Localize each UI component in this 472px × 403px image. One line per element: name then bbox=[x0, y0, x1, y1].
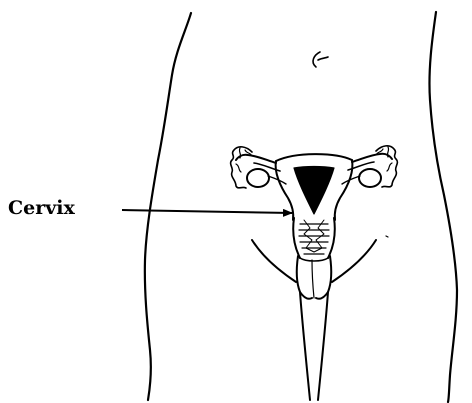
navel bbox=[313, 52, 328, 67]
body-outline-right bbox=[429, 12, 457, 402]
uterine-cavity bbox=[294, 167, 334, 215]
fallopian-tube-left bbox=[236, 155, 276, 163]
body-outline-left bbox=[145, 13, 191, 400]
ovary-left bbox=[247, 169, 269, 187]
thigh-inner-left bbox=[300, 292, 310, 400]
thigh-inner-right bbox=[318, 292, 328, 400]
cervix-pointer-arrow bbox=[122, 210, 292, 213]
ovary-right bbox=[359, 169, 381, 187]
cervical-canal bbox=[299, 224, 329, 254]
inguinal-left bbox=[252, 240, 296, 282]
uterus-fundus bbox=[276, 154, 352, 161]
fallopian-tube-right bbox=[352, 154, 392, 162]
inguinal-right bbox=[332, 240, 376, 282]
